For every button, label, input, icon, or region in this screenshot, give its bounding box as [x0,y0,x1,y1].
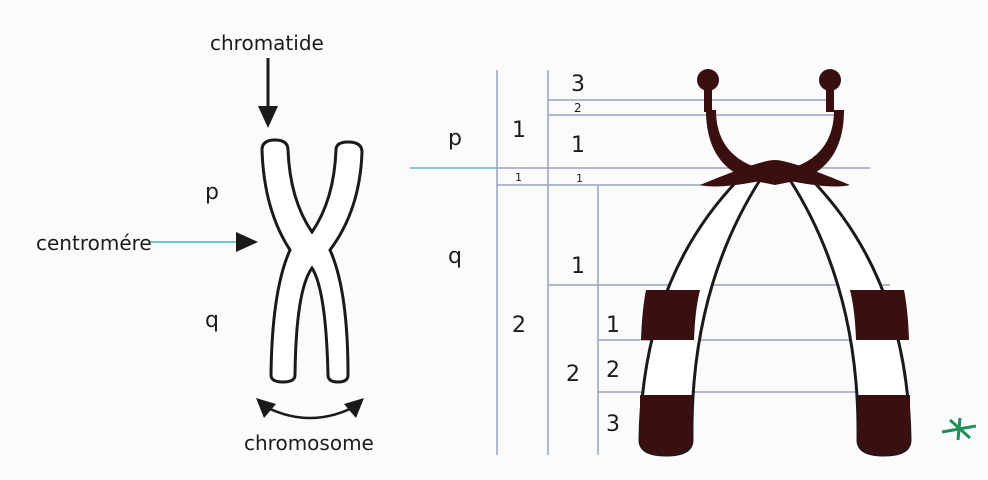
right-q-label: q [448,246,462,268]
band-p-2: 2 [574,102,582,114]
chromatide-label: chromatide [210,33,324,53]
band-q-sub-2: 2 [606,360,620,382]
band-q-sub-1: 1 [606,315,620,337]
banded-chromosome [640,69,910,455]
left-q-label: q [205,310,219,332]
band-q-1: 1 [571,256,585,278]
band-cen-p: 1 [515,172,522,183]
band-q-sub-region: 2 [566,364,580,386]
band-q-region: 2 [512,315,526,337]
band-q-sub-3: 3 [606,414,620,436]
band-p-1: 1 [571,135,585,157]
left-p-label: p [205,182,219,204]
right-p-label: p [448,128,462,150]
right-arrow-icon [150,232,258,252]
centromere-label: centromére [36,233,152,253]
star-logo-icon [942,418,976,440]
band-p-3: 3 [571,74,585,96]
band-p-region: 1 [512,120,526,142]
simple-chromosome-shape [262,140,362,382]
curved-double-arrow-icon [256,398,364,418]
band-cen-q: 1 [576,173,583,184]
down-arrow-icon [258,58,278,128]
chromosome-label: chromosome [244,433,374,453]
